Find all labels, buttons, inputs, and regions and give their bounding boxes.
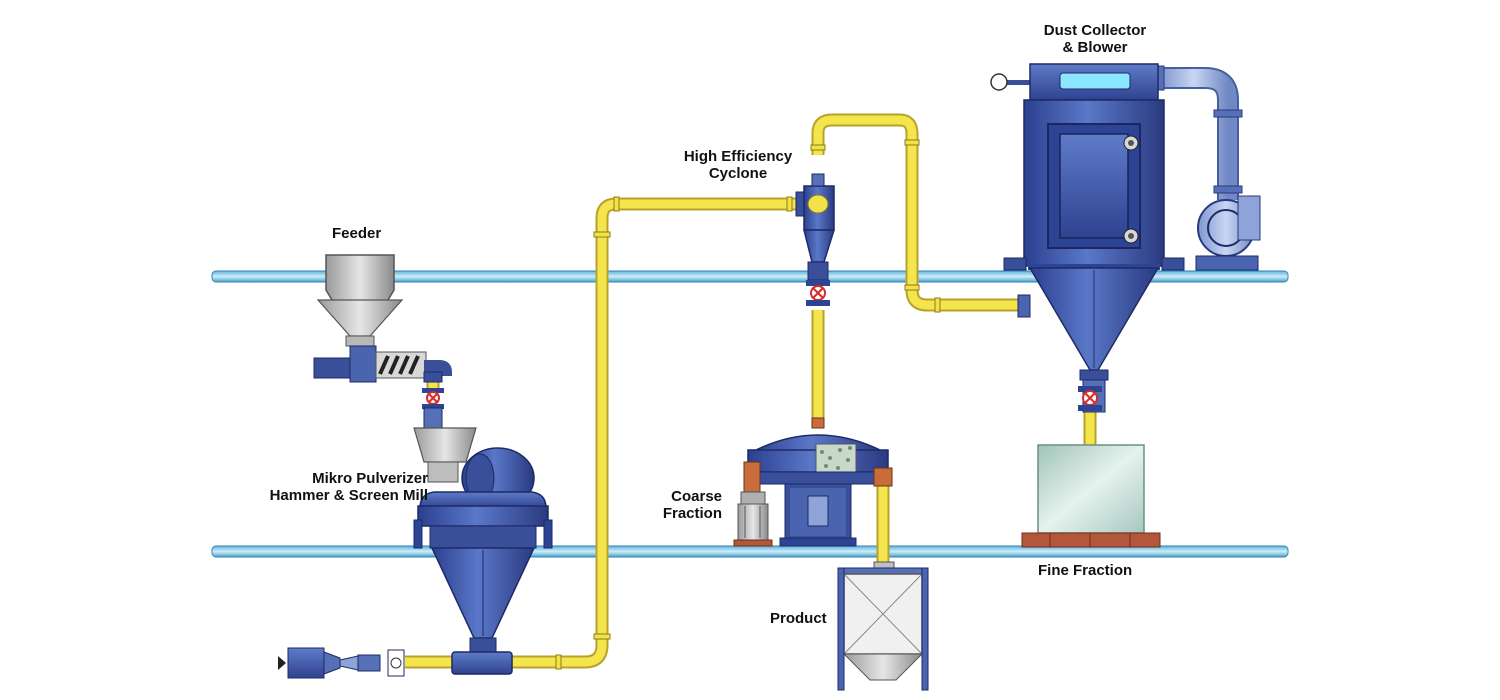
label-cyclone-line2: Cyclone <box>708 165 768 182</box>
pipe-flanges <box>555 139 941 670</box>
label-fine-fraction: Fine Fraction <box>1038 562 1133 579</box>
dust-collector <box>990 63 1185 413</box>
cyclone <box>795 173 836 281</box>
air-duct <box>1155 65 1243 200</box>
label-mill: Mikro Pulverizer Hammer & Screen Mill <box>222 470 428 504</box>
blower <box>1195 195 1261 271</box>
lower-floor-line <box>211 545 1289 558</box>
label-cyclone-line1: High Efficiency <box>683 148 793 165</box>
rotary-valves <box>422 280 1102 411</box>
sifter <box>733 417 893 547</box>
fine-fraction-container <box>1021 444 1161 548</box>
label-feeder: Feeder <box>332 225 382 242</box>
product-pipes <box>405 113 1097 669</box>
label-cyclone: High Efficiency Cyclone <box>668 148 808 182</box>
label-coarse-fraction: Coarse Fraction <box>636 488 722 522</box>
upper-floor-line <box>211 270 1289 283</box>
label-coarse-line1: Coarse <box>671 488 722 505</box>
label-product: Product <box>770 610 827 627</box>
label-mill-line2: Hammer & Screen Mill <box>269 487 428 504</box>
label-dust-collector-line2: & Blower <box>1062 39 1128 56</box>
product-bin <box>837 561 929 691</box>
air-inlet <box>278 647 405 679</box>
label-dust-collector: Dust Collector & Blower <box>1025 22 1165 56</box>
label-dust-collector-line1: Dust Collector <box>1043 22 1147 39</box>
label-coarse-line2: Fraction <box>662 505 722 522</box>
label-mill-line1: Mikro Pulverizer <box>312 470 428 487</box>
pulverizer-mill <box>413 407 553 675</box>
feeder <box>313 254 452 383</box>
